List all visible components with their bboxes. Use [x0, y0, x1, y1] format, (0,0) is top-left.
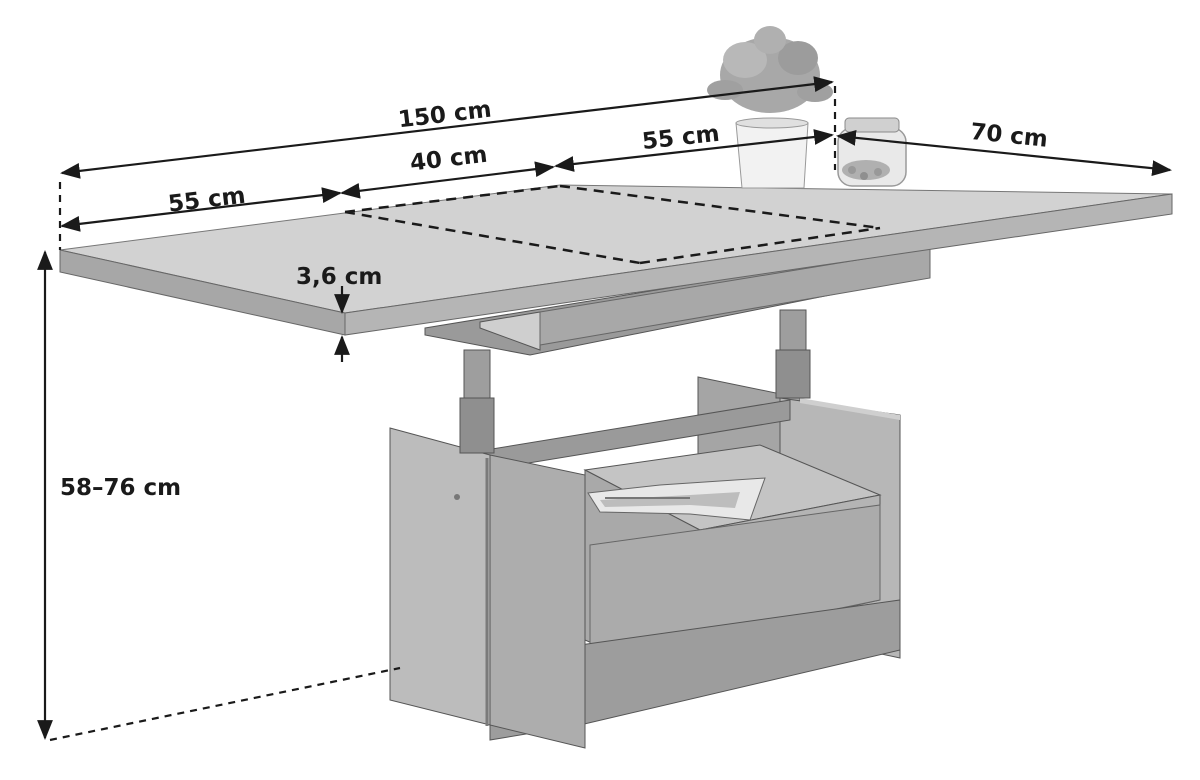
dim-line-extension	[340, 161, 555, 199]
dimension-lines	[37, 76, 1172, 742]
label-left-leaf: 55 cm	[167, 183, 247, 218]
label-height-range: 58–76 cm	[60, 475, 181, 501]
label-top-thickness: 3,6 cm	[296, 264, 382, 290]
dim-line-total-length	[60, 76, 834, 179]
label-total-length: 150 cm	[397, 97, 493, 134]
dim-line-right-section	[554, 129, 834, 172]
magazines	[587, 477, 766, 521]
potted-plant	[707, 26, 833, 189]
label-depth: 70 cm	[969, 119, 1049, 153]
table-base	[389, 309, 901, 749]
dim-line-left-leaf	[60, 187, 342, 232]
label-middle-extension: 40 cm	[409, 142, 489, 177]
dim-line-depth	[836, 129, 1172, 177]
glass-jar	[837, 117, 907, 187]
